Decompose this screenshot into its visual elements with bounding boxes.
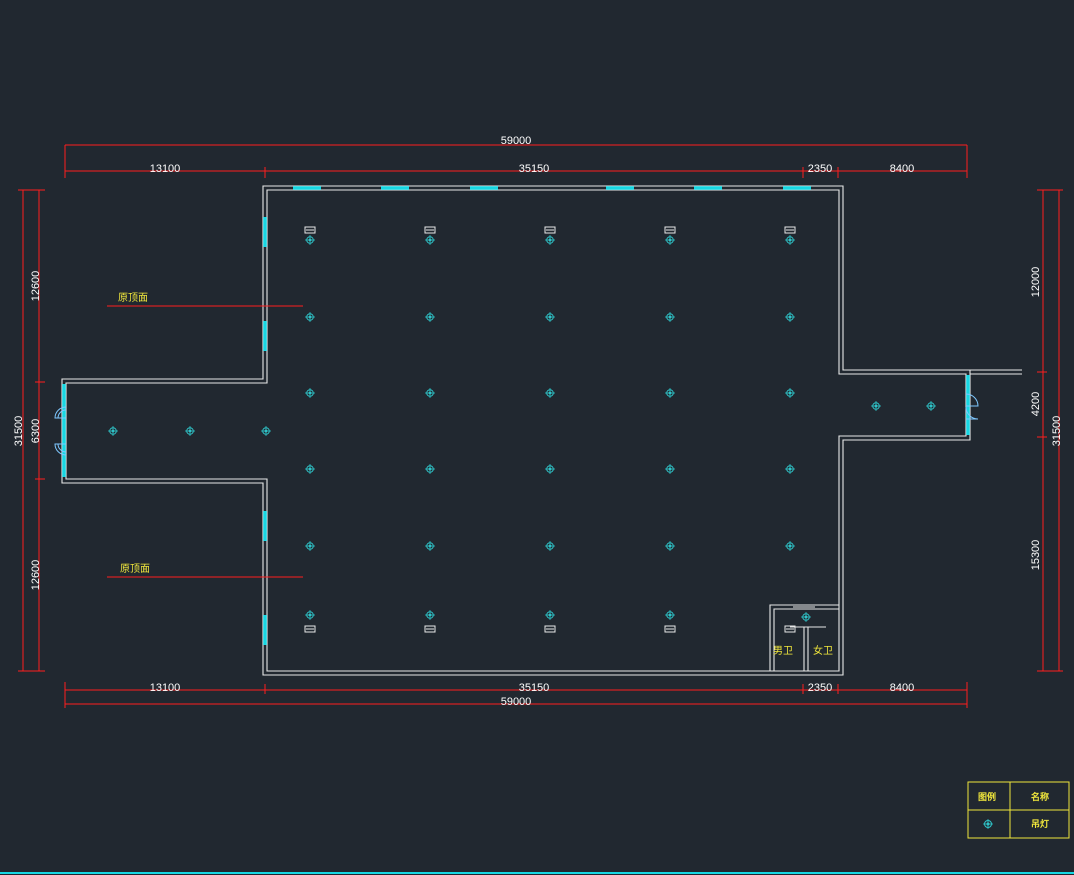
dim-top-total: 59000 [501, 135, 532, 147]
pendant-lamps [108, 235, 936, 622]
dim-top-seg-1: 13100 [150, 163, 181, 175]
pendant-lamp-icon [545, 610, 555, 620]
pendant-lamp-icon [425, 610, 435, 620]
dim-right-total: 31500 [1051, 416, 1063, 447]
ceiling-fixture-icon [784, 625, 796, 633]
dim-right-seg-1: 12000 [1030, 267, 1042, 298]
left-dimensions: 12600 6300 12600 31500 [13, 189, 45, 672]
pendant-lamp-icon [545, 388, 555, 398]
dim-bottom-seg-2: 35150 [519, 682, 550, 694]
pendant-lamp-icon [545, 464, 555, 474]
pendant-lamp-icon [785, 388, 795, 398]
pendant-lamp-icon [425, 312, 435, 322]
pendant-lamp-icon [425, 235, 435, 245]
left-double-door [54, 406, 67, 456]
pendant-lamp-icon [785, 541, 795, 551]
bottom-dimensions: 13100 35150 2350 8400 59000 [64, 682, 968, 708]
pendant-lamp-icon [305, 610, 315, 620]
pendant-lamp-icon [261, 426, 271, 436]
pendant-lamp-icon [871, 401, 881, 411]
pendant-lamp-icon [785, 312, 795, 322]
dim-right-seg-2: 4200 [1030, 392, 1042, 416]
ceiling-annotations: 原顶面 原顶面 [107, 292, 303, 578]
dim-top-seg-3: 2350 [808, 163, 832, 175]
ceiling-fixture-icon [424, 625, 436, 633]
pendant-lamp-icon [665, 464, 675, 474]
pendant-lamp-icon [785, 464, 795, 474]
ceiling-label-upper: 原顶面 [118, 292, 148, 304]
dim-bottom-seg-3: 2350 [808, 682, 832, 694]
womens-toilet-label: 女卫 [813, 644, 833, 657]
windows [62, 186, 970, 645]
restroom-block: 男卫 女卫 [769, 604, 839, 671]
dim-left-seg-1: 12600 [30, 271, 42, 302]
pendant-lamp-icon [305, 464, 315, 474]
dim-left-total: 31500 [13, 416, 25, 447]
dim-bottom-total: 59000 [501, 696, 532, 708]
pendant-lamp-icon [983, 819, 993, 829]
ceiling-fixtures [304, 226, 796, 633]
building-walls [61, 185, 1022, 676]
ceiling-fixture-icon [784, 226, 796, 234]
right-double-door [965, 393, 979, 420]
pendant-lamp-icon [801, 612, 811, 622]
legend-name-header: 名称 [1031, 791, 1049, 803]
ceiling-fixture-icon [424, 226, 436, 234]
dim-left-seg-2: 6300 [30, 419, 42, 443]
pendant-lamp-icon [545, 312, 555, 322]
dim-top-seg-2: 35150 [519, 163, 550, 175]
legend-lamp-name: 吊灯 [1031, 818, 1049, 830]
ceiling-fixture-icon [304, 226, 316, 234]
pendant-lamp-icon [305, 388, 315, 398]
ceiling-fixture-icon [664, 625, 676, 633]
pendant-lamp-icon [108, 426, 118, 436]
dim-bottom-seg-4: 8400 [890, 682, 914, 694]
dim-top-seg-4: 8400 [890, 163, 914, 175]
ceiling-fixture-icon [664, 226, 676, 234]
dim-left-seg-3: 12600 [30, 560, 42, 591]
dim-bottom-seg-1: 13100 [150, 682, 181, 694]
pendant-lamp-icon [785, 235, 795, 245]
legend-table: 图例 名称 吊灯 [967, 781, 1070, 839]
ceiling-fixture-icon [304, 625, 316, 633]
dim-right-seg-3: 15300 [1030, 540, 1042, 571]
pendant-lamp-icon [545, 541, 555, 551]
pendant-lamp-icon [665, 610, 675, 620]
pendant-lamp-icon [665, 235, 675, 245]
pendant-lamp-icon [665, 541, 675, 551]
pendant-lamp-icon [425, 464, 435, 474]
ceiling-label-lower: 原顶面 [120, 563, 150, 575]
top-dimensions: 59000 13100 35150 2350 8400 [64, 135, 968, 178]
pendant-lamp-icon [425, 388, 435, 398]
ceiling-fixture-icon [544, 625, 556, 633]
pendant-lamp-icon [926, 401, 936, 411]
pendant-lamp-icon [545, 235, 555, 245]
pendant-lamp-icon [305, 312, 315, 322]
pendant-lamp-icon [425, 541, 435, 551]
pendant-lamp-icon [665, 388, 675, 398]
ceiling-fixture-icon [544, 226, 556, 234]
pendant-lamp-icon [305, 235, 315, 245]
pendant-lamp-icon [185, 426, 195, 436]
legend-symbol-header: 图例 [978, 791, 996, 803]
right-dimensions: 12000 4200 15300 31500 [1030, 189, 1063, 672]
pendant-lamp-icon [665, 312, 675, 322]
mens-toilet-label: 男卫 [773, 645, 793, 657]
pendant-lamp-icon [305, 541, 315, 551]
